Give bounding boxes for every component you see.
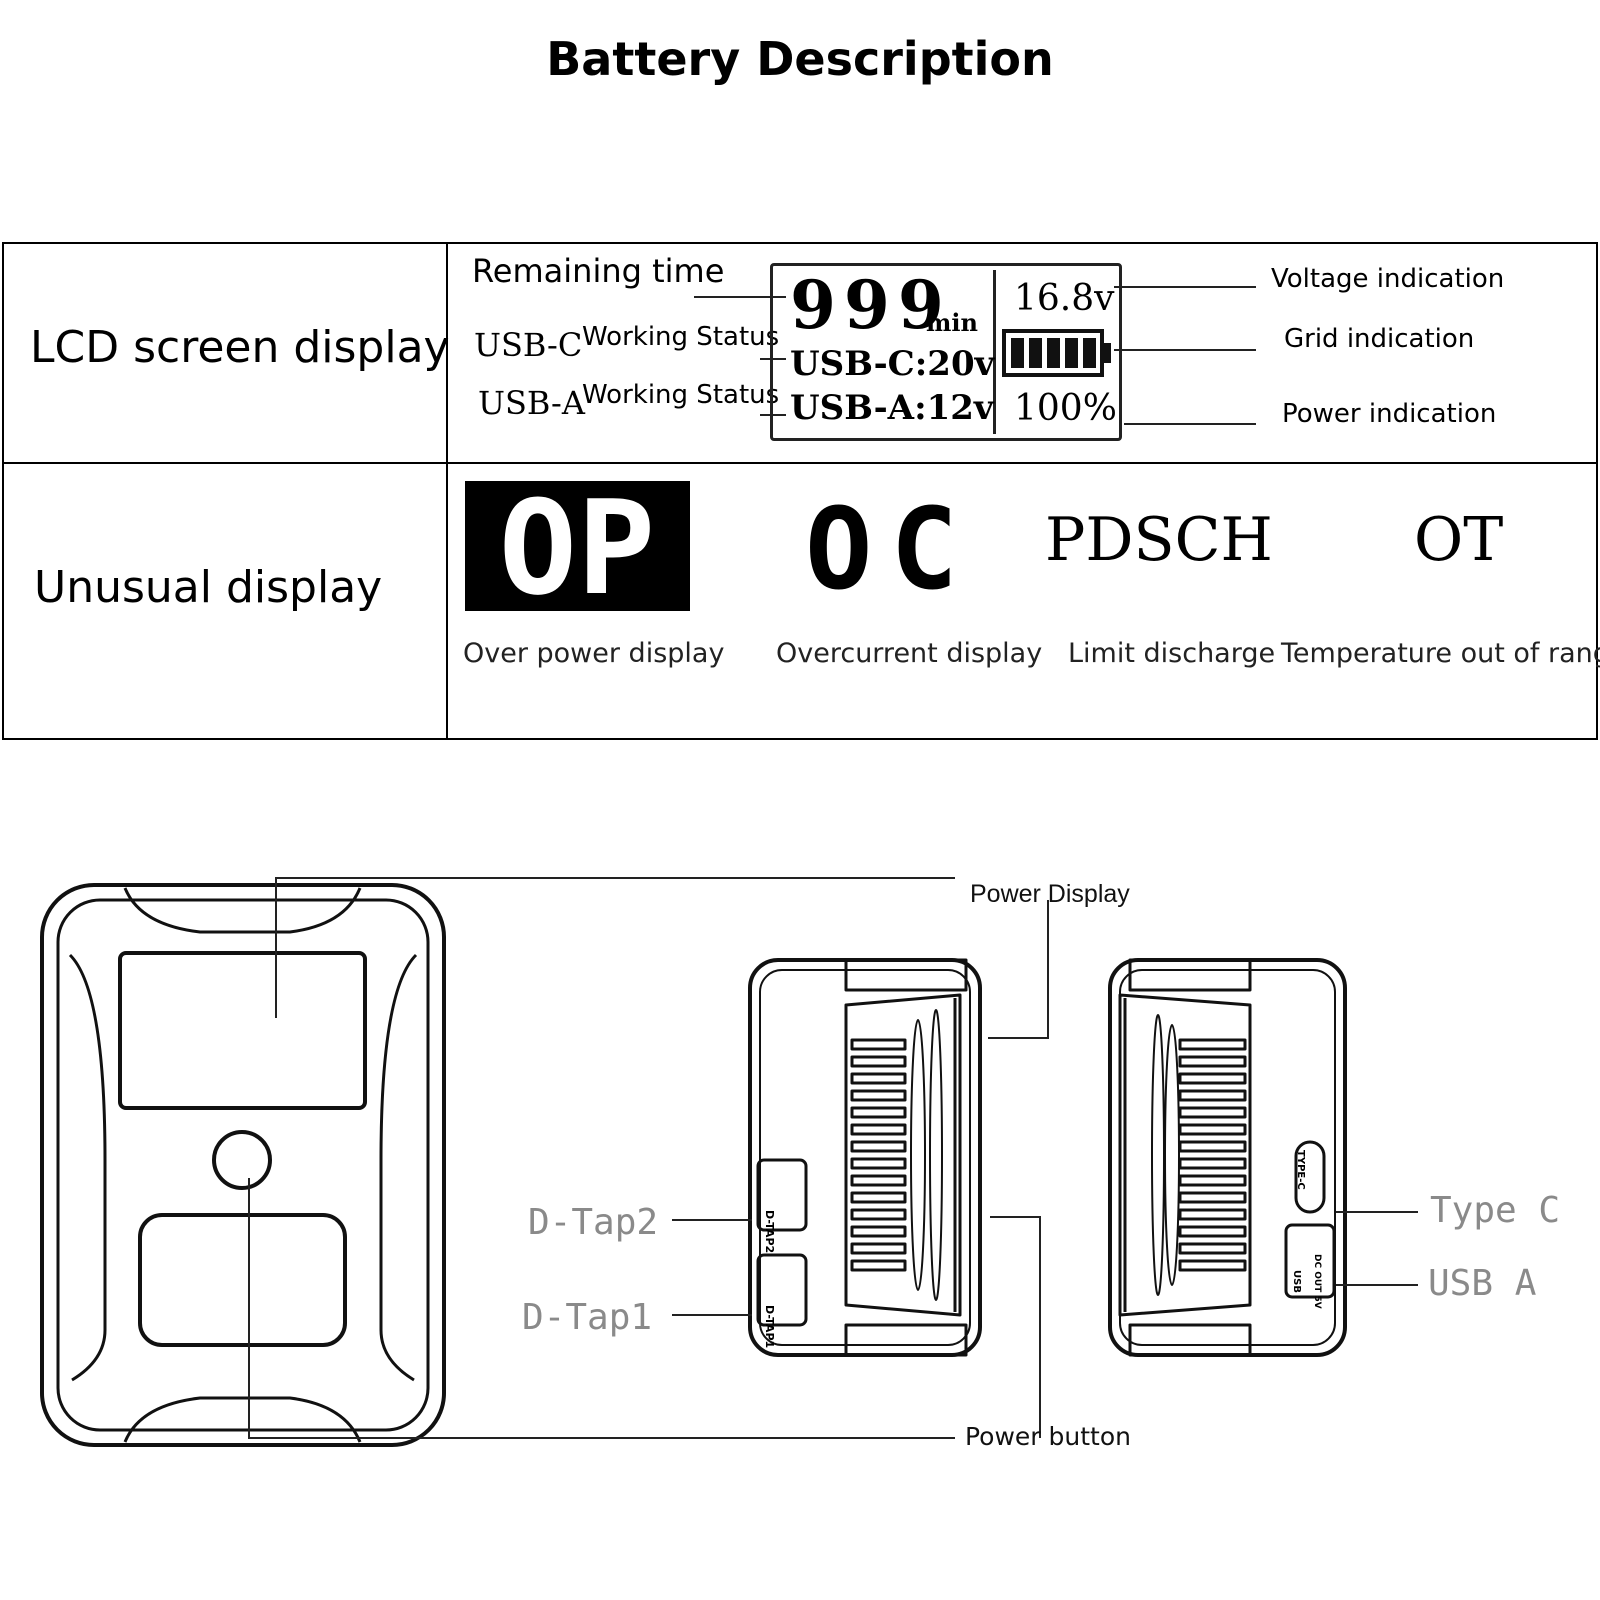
grille-fin: [1178, 1055, 1247, 1068]
grille-fin: [1178, 1191, 1247, 1204]
dc-out-port-mark: DC OUT 5V: [1312, 1254, 1322, 1309]
limit-discharge-caption: Limit discharge: [1068, 638, 1276, 669]
battery-bar: [1029, 338, 1042, 368]
battery-bar: [1047, 338, 1060, 368]
table-column-divider: [446, 242, 448, 740]
temperature-code: OT: [1414, 505, 1504, 575]
grille-fin: [850, 1242, 907, 1255]
power-button-leader-side: [990, 1216, 1041, 1438]
over-power-code: OP: [499, 481, 656, 611]
row-heading-unusual: Unusual display: [34, 562, 383, 613]
table-row-divider: [2, 462, 1598, 464]
dtap1-port-mark: D-TAP1: [763, 1305, 776, 1349]
power-indication-label: Power indication: [1282, 399, 1497, 429]
grille-fin: [850, 1157, 907, 1170]
lcd-usb-c-line: USB-C:20v: [790, 344, 995, 384]
grille-right: [1178, 1038, 1247, 1272]
remaining-time-leader: [694, 296, 786, 298]
power-button-label: Power button: [965, 1422, 1131, 1451]
dtap1-label: D-Tap1: [522, 1297, 653, 1338]
lcd-divider: [993, 270, 996, 434]
battery-front-view: [40, 883, 446, 1447]
lcd-voltage: 16.8v: [1014, 278, 1115, 319]
temperature-caption: Temperature out of range: [1281, 638, 1600, 669]
grille-fin: [850, 1038, 907, 1051]
battery-bar: [1011, 338, 1024, 368]
grille-left: [850, 1038, 907, 1272]
battery-bar: [1083, 338, 1096, 368]
usb-a-leader: [760, 414, 786, 416]
power-leader: [1124, 423, 1256, 425]
grille-fin: [850, 1089, 907, 1102]
grille-fin: [1178, 1259, 1247, 1272]
lcd-time-value: 999: [790, 266, 952, 344]
grille-fin: [850, 1174, 907, 1187]
grid-indication-label: Grid indication: [1284, 324, 1475, 354]
lcd-screen: [770, 263, 1122, 441]
grille-fin: [1178, 1242, 1247, 1255]
usb-c-label: USB-C: [474, 326, 583, 364]
usb-a-label: USB A: [1428, 1263, 1537, 1304]
limit-discharge-code: PDSCH: [1045, 505, 1273, 575]
grille-fin: [850, 1208, 907, 1221]
page-title: Battery Description: [546, 32, 1054, 86]
type-c-port-mark: TYPE-C: [1295, 1150, 1306, 1190]
grille-fin: [850, 1225, 907, 1238]
usb-c-leader: [760, 358, 786, 360]
remaining-time-label: Remaining time: [472, 252, 725, 290]
grille-fin: [1178, 1072, 1247, 1085]
power-button-leader: [248, 1178, 955, 1439]
grille-fin: [850, 1106, 907, 1119]
grid-leader: [1114, 349, 1256, 351]
over-power-caption: Over power display: [463, 638, 725, 669]
usb-port-mark: USB: [1291, 1270, 1302, 1293]
usb-a-working-status-label: Working Status: [582, 380, 780, 410]
usb-c-working-status-label: Working Status: [582, 322, 780, 352]
power-display-label: Power Display: [970, 880, 1130, 908]
voltage-leader: [1114, 286, 1256, 288]
usb-a-label: USB-A: [478, 384, 585, 422]
grille-fin: [850, 1259, 907, 1272]
grille-fin: [1178, 1089, 1247, 1102]
battery-drawing: [40, 877, 1418, 1447]
grille-fin: [1178, 1106, 1247, 1119]
grille-fin: [1178, 1123, 1247, 1136]
power-display-leader-side: [988, 900, 1049, 1039]
grille-fin: [1178, 1208, 1247, 1221]
grille-fin: [1178, 1157, 1247, 1170]
battery-grid-icon: [1002, 329, 1111, 377]
power-display-leader: [275, 877, 955, 1018]
voltage-indication-label: Voltage indication: [1271, 264, 1505, 294]
lcd-percent: 100%: [1014, 388, 1117, 429]
battery-side-view-left: [748, 958, 982, 1357]
grille-fin: [850, 1123, 907, 1136]
grille-fin: [850, 1191, 907, 1204]
grille-fin: [1178, 1140, 1247, 1153]
dtap2-label: D-Tap2: [528, 1202, 659, 1243]
grille-fin: [1178, 1225, 1247, 1238]
grille-fin: [1178, 1174, 1247, 1187]
battery-bar: [1065, 338, 1078, 368]
over-power-code-glyph: OP: [465, 481, 690, 611]
lcd-time-unit: min: [926, 308, 978, 337]
overcurrent-code: OC: [805, 485, 976, 615]
row-heading-lcd: LCD screen display: [30, 322, 450, 373]
grille-fin: [1178, 1038, 1247, 1051]
dtap2-port-mark: D-TAP2: [763, 1210, 776, 1254]
battery-side-view-right: [1108, 958, 1347, 1357]
grille-fin: [850, 1072, 907, 1085]
type-c-label: Type C: [1430, 1190, 1561, 1231]
lcd-usb-a-line: USB-A:12v: [790, 388, 994, 428]
grille-fin: [850, 1055, 907, 1068]
table-border: [2, 242, 1598, 740]
grille-fin: [850, 1140, 907, 1153]
overcurrent-caption: Overcurrent display: [776, 638, 1043, 669]
